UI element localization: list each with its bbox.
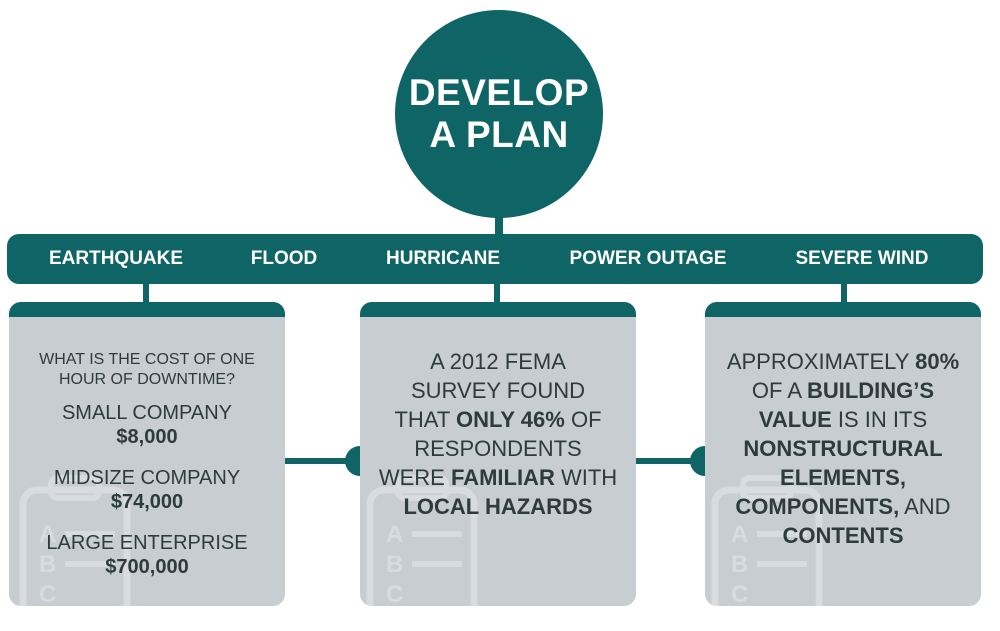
fema-percent: ONLY 46% [456, 407, 565, 432]
svg-text:B: B [39, 551, 56, 578]
midsize-company-label: MIDSIZE COMPANY [53, 467, 241, 489]
svg-text:C: C [39, 581, 56, 606]
large-enterprise-label: LARGE ENTERPRISE [46, 532, 248, 554]
hazard-earthquake: EARTHQUAKE [48, 248, 184, 269]
hazard-severe-wind: SEVERE WIND [795, 248, 929, 269]
svg-text:C: C [386, 581, 403, 606]
building-value-content: APPROXIMATELY 80% OF A BUILDING’S VALUE … [705, 347, 981, 550]
panel-building-value: A B C APPROXIMATELY 80% OF A BUILDING’S … [705, 302, 981, 606]
small-company-value: $8,000 [116, 426, 178, 448]
downtime-question-line1: WHAT IS THE COST OF ONE [39, 351, 255, 368]
value-line1: APPROXIMATELY 80% [726, 349, 960, 374]
large-enterprise-value: $700,000 [105, 556, 189, 578]
value-line7: CONTENTS [782, 523, 904, 548]
fema-familiar: FAMILIAR [450, 465, 555, 490]
svg-text:B: B [731, 551, 748, 578]
connector-left [284, 458, 364, 464]
panel-header-strip [9, 302, 285, 317]
downtime-content: WHAT IS THE COST OF ONE HOUR OF DOWNTIME… [9, 350, 285, 579]
fema-line3: THAT ONLY 46% OF [394, 407, 602, 432]
panel-stem-right [841, 282, 847, 306]
hazard-hurricane: HURRICANE [386, 248, 500, 269]
value-line4: NONSTRUCTURAL [743, 436, 943, 461]
value-line2: OF A BUILDING’S [751, 378, 935, 403]
panel-header-strip [360, 302, 636, 317]
hazard-bar: EARTHQUAKE FLOOD HURRICANE POWER OUTAGE … [7, 234, 983, 284]
value-line3: VALUE IS IN ITS [758, 407, 928, 432]
panel-stem-center [494, 282, 500, 306]
svg-text:A: A [386, 521, 403, 548]
fema-content: A 2012 FEMA SURVEY FOUND THAT ONLY 46% O… [360, 347, 636, 521]
fema-line5: WERE FAMILIAR WITH [378, 465, 618, 490]
svg-text:C: C [731, 581, 748, 606]
hazard-power-outage: POWER OUTAGE [569, 248, 727, 269]
clipboard-abc-icon: A B C [19, 475, 131, 606]
fema-line2: SURVEY FOUND [410, 378, 585, 403]
downtime-question-line2: HOUR OF DOWNTIME? [59, 371, 235, 388]
svg-text:B: B [386, 551, 403, 578]
title-line2: A PLAN [429, 114, 569, 155]
value-line6: COMPONENTS, AND [735, 494, 951, 519]
circle-connector [495, 212, 503, 238]
connector-right [635, 458, 715, 464]
panel-fema-survey: A B C A 2012 FEMA SURVEY FOUND THAT ONLY… [360, 302, 636, 606]
clipboard-abc-icon: A B C [711, 475, 823, 606]
clipboard-abc-icon: A B C [366, 475, 478, 606]
small-company-label: SMALL COMPANY [61, 402, 233, 424]
panel-header-strip [705, 302, 981, 317]
value-percent: 80% [915, 349, 960, 374]
panel-downtime-cost: A B C WHAT IS THE COST OF ONE HOUR OF DO… [9, 302, 285, 606]
title-line1: DEVELOP [408, 72, 590, 113]
hazard-flood: FLOOD [250, 248, 318, 269]
fema-line4: RESPONDENTS [414, 436, 582, 461]
svg-text:A: A [39, 521, 56, 548]
value-line5: ELEMENTS, [780, 465, 906, 490]
midsize-company-value: $74,000 [110, 491, 184, 513]
svg-text:A: A [731, 521, 748, 548]
panel-stem-left [143, 282, 149, 306]
fema-line1: A 2012 FEMA [430, 349, 566, 374]
fema-line6: LOCAL HAZARDS [403, 494, 593, 519]
develop-plan-circle: DEVELOP A PLAN [395, 10, 603, 218]
